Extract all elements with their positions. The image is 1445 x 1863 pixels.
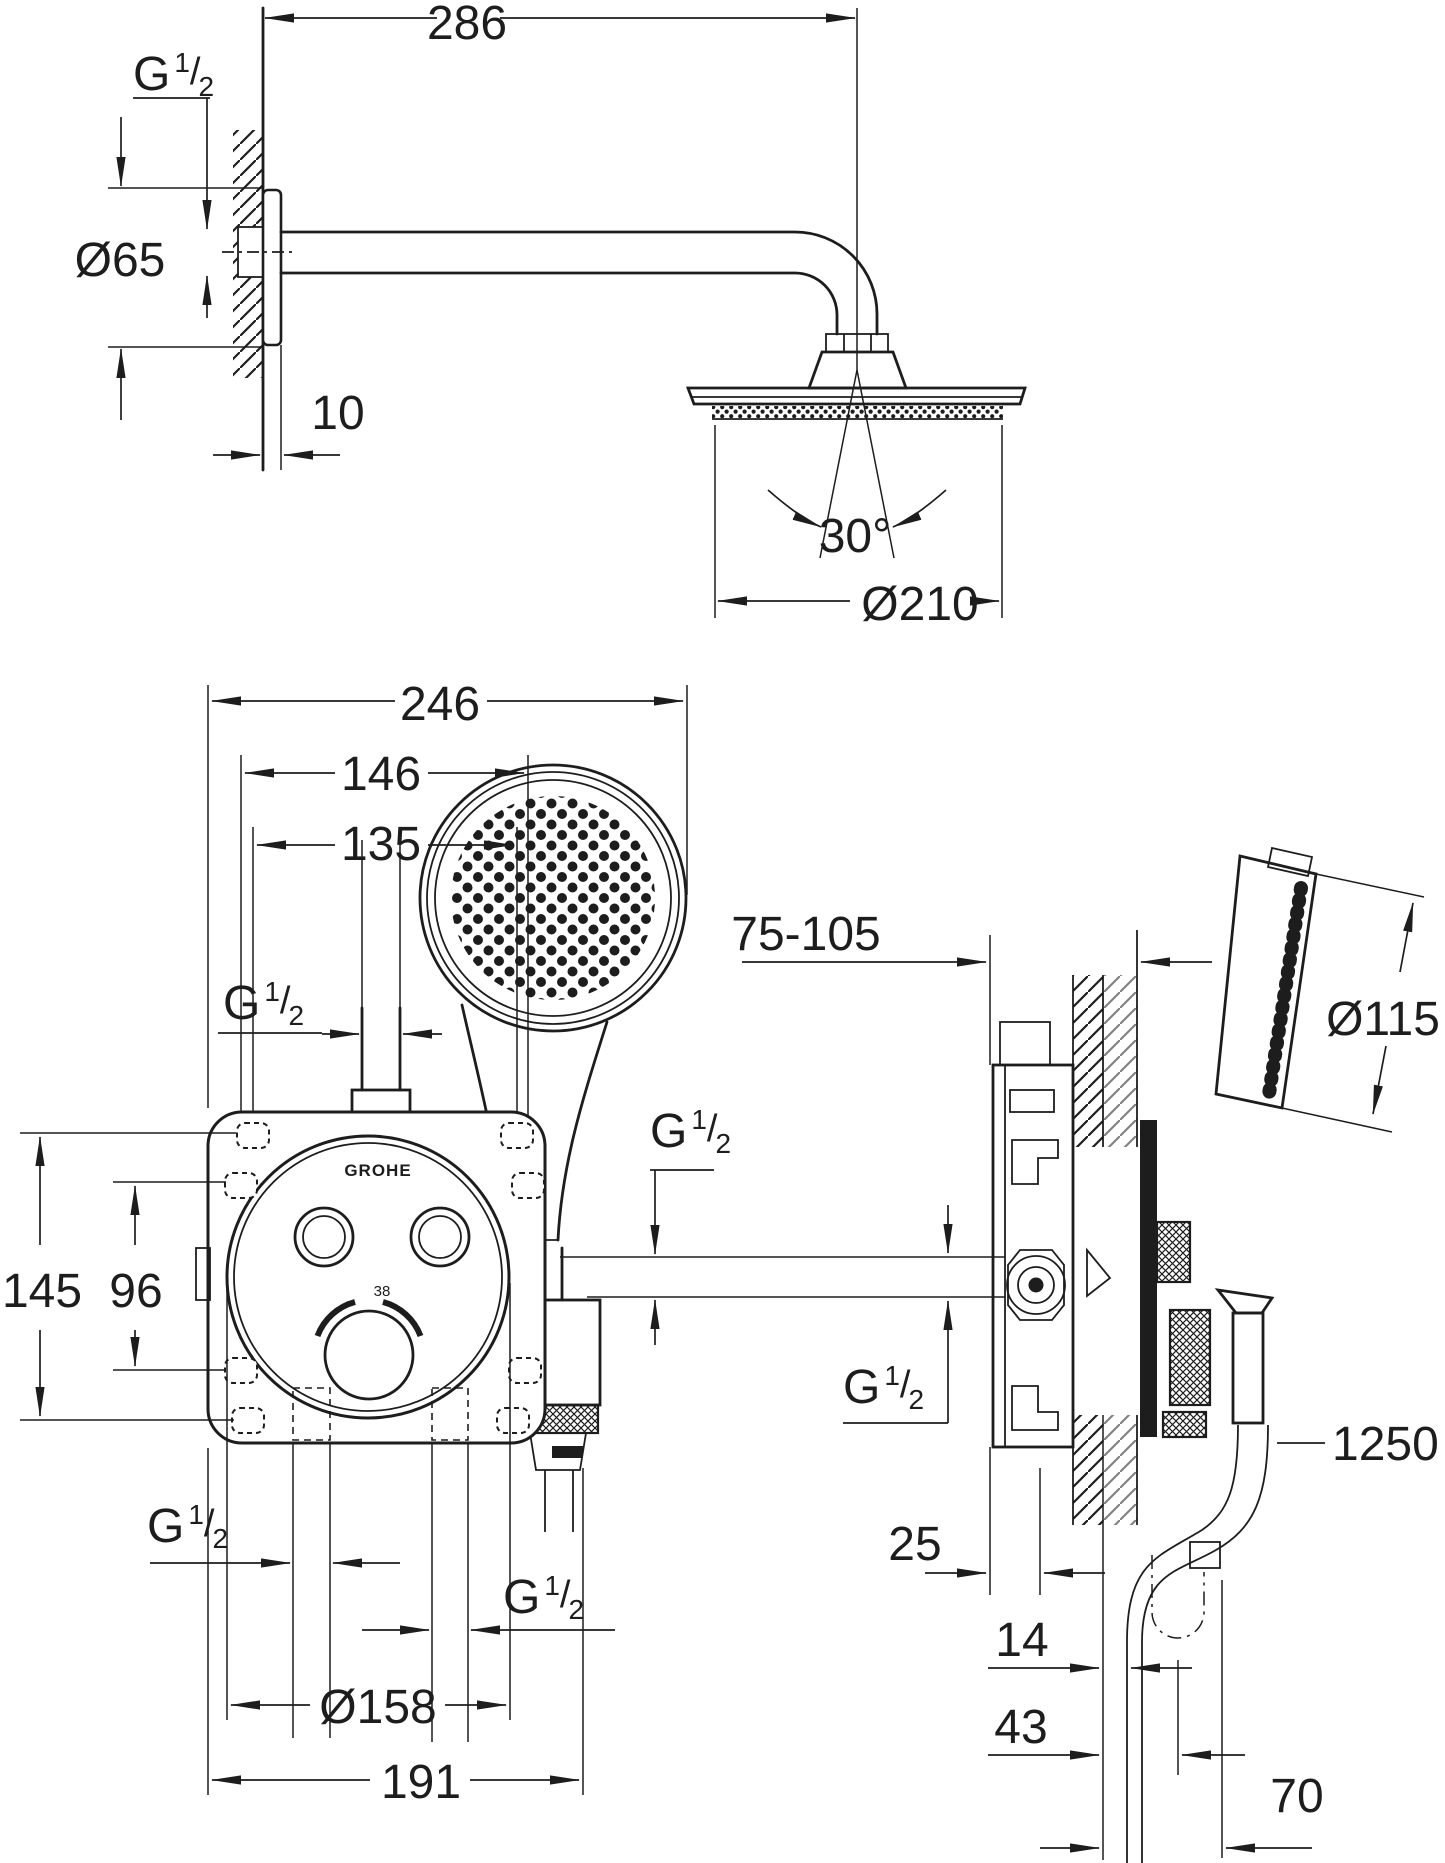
hose-alt-position (1151, 1555, 1205, 1639)
head-body (685, 386, 1027, 406)
dim-width-191: 191 (207, 1448, 584, 1809)
thread-label-top (223, 976, 305, 1031)
hand-shower-spray-face (451, 796, 655, 1000)
thread-label-center (503, 1570, 585, 1625)
thread-label-holder (650, 1104, 732, 1159)
dim-thread-arm (133, 47, 215, 318)
wall-plate-and-holder (1140, 1120, 1275, 1439)
dim-191-label: 191 (381, 1756, 461, 1809)
plate-side-tab (195, 1247, 211, 1301)
dim-115-label: Ø115 (1326, 993, 1440, 1046)
dim-overall-width: 246 (207, 678, 688, 1108)
temp-38-label: 38 (374, 1283, 391, 1300)
thread-label-left (147, 1499, 229, 1554)
round-escutcheon (225, 1134, 511, 1420)
knob-side (1155, 1220, 1192, 1284)
insulation-mark (1086, 1247, 1112, 1298)
dim-hole-span-96: 96 (109, 1181, 226, 1371)
shower-hose (1126, 1424, 1269, 1863)
hose-end-cap (1189, 1541, 1221, 1569)
dim-145-label: 145 (2, 1265, 82, 1318)
range-75-105-label: 75-105 (731, 908, 880, 961)
shower-arm (222, 8, 879, 370)
dim-135-label: 135 (341, 818, 421, 871)
thermostat-knob: 38 (314, 1283, 424, 1401)
dim-plate-diameter: Ø158 (226, 1283, 511, 1734)
dim-finish-14: 14 (988, 1614, 1192, 1673)
dim-thread-left-outlet (147, 1443, 400, 1738)
dim-height-145: 145 (2, 1132, 236, 1421)
hose-nut-side (1161, 1410, 1208, 1439)
dim-246-label: 246 (400, 678, 480, 731)
dim-thread-side (843, 1205, 953, 1424)
angle-30-label: 30° (819, 510, 892, 563)
dim-210-label: Ø210 (861, 578, 978, 631)
dim-arm-projection: 286 (264, 0, 856, 50)
brand-logo: GROHE (344, 1161, 411, 1180)
dim-43-label: 43 (994, 1701, 1047, 1754)
mounting-plate-side (1140, 1120, 1157, 1437)
head-shower-view: 286 Ø65 10 30° Ø210 (75, 0, 1027, 631)
spray-face-side (1262, 881, 1308, 1101)
dim-flange-offset: 10 (213, 345, 365, 470)
dim-thread-top-inlet (218, 840, 442, 1114)
dim-thread-center-outlet (362, 1443, 615, 1742)
select-buttons (293, 1206, 471, 1268)
dim-spray-angle: 30° (767, 369, 947, 563)
dim-96-label: 96 (109, 1265, 162, 1318)
concealed-valve-body (989, 1021, 1112, 1595)
dim-146-label: 146 (341, 748, 421, 801)
dim-holder-70: 70 (1040, 1580, 1324, 1858)
hose-collar (552, 1446, 583, 1458)
dim-10-label: 10 (311, 387, 364, 440)
dim-offset-43: 43 (988, 1660, 1245, 1775)
side-wall-section (1072, 930, 1138, 1860)
valve-front-view: 246 146 135 (2, 678, 1005, 1809)
dim-valve-to-wall-25: 25 (888, 1468, 1105, 1595)
thread-label-side (843, 1360, 925, 1415)
dim-hole-span-146: 146 (240, 748, 529, 1165)
thread-label-arm (133, 47, 215, 102)
dim-70-label: 70 (1270, 1770, 1323, 1823)
head-shower (685, 333, 1027, 420)
dim-wall-depth-range: 75-105 (731, 908, 1212, 1065)
handle-side (1231, 1311, 1265, 1425)
hand-shower-handle (556, 1020, 609, 1242)
dim-65-label: Ø65 (75, 234, 166, 287)
hand-shower-front (418, 763, 688, 1532)
outlet-port-markers (292, 1387, 469, 1441)
dim-1250-label: 1250 (1332, 1418, 1439, 1471)
dim-hose-length: 1250 (1277, 1418, 1439, 1471)
wall-flange (261, 188, 283, 347)
dim-flange-diameter: Ø65 (75, 117, 263, 420)
dim-14-label: 14 (995, 1614, 1048, 1667)
dim-286-label: 286 (427, 0, 507, 50)
dim-hand-shower-diameter: Ø115 (1281, 873, 1440, 1133)
dim-25-label: 25 (888, 1518, 941, 1571)
side-installation-view: 75-105 (731, 846, 1440, 1863)
dim-thread-holder-outlet (560, 1104, 1005, 1345)
dim-158-label: Ø158 (319, 1681, 436, 1734)
dim-head-diameter: Ø210 (714, 425, 1003, 631)
shower-cap (1266, 846, 1314, 878)
thermostat-plate: GROHE 38 (195, 1110, 547, 1445)
hand-shower-side (1214, 846, 1318, 1110)
holder-nut-side (1168, 1308, 1212, 1407)
spray-nozzle-band (712, 406, 1003, 418)
union-hex (1007, 1249, 1065, 1321)
